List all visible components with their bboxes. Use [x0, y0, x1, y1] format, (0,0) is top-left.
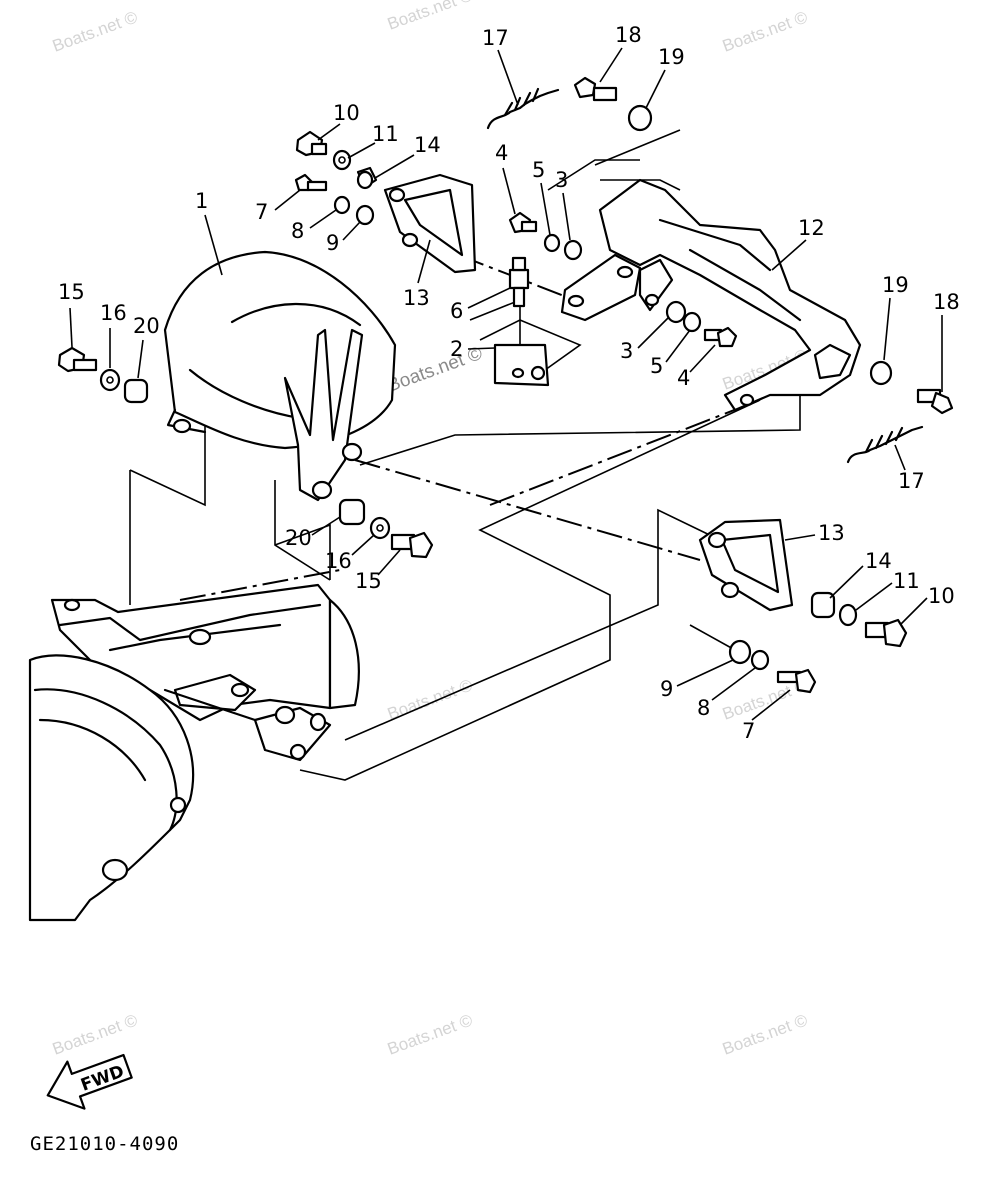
watermark: Boats.net ©	[385, 0, 476, 34]
callout-10: 10	[333, 101, 360, 125]
callout-17: 17	[898, 469, 925, 493]
watermark: Boats.net ©	[385, 343, 486, 397]
callout-11: 11	[893, 569, 920, 593]
callout-5: 5	[650, 354, 663, 378]
callout-19: 19	[882, 273, 909, 297]
callout-15: 15	[355, 569, 382, 593]
small-bracket	[493, 343, 550, 387]
diagram-code: GE21010-4090	[30, 1133, 179, 1155]
callout-9: 9	[326, 231, 339, 255]
grease-nipple	[508, 256, 530, 308]
callout-1: 1	[195, 189, 208, 213]
link-plate	[560, 253, 674, 322]
watermark: Boats.net ©	[720, 7, 811, 55]
callouts: 1 2 3 3 4 4 5 5 6 7 7 8 8 9 9 10 10 11	[58, 23, 960, 743]
callout-13: 13	[403, 286, 430, 310]
callout-12: 12	[798, 216, 825, 240]
hardware-upper	[57, 130, 378, 404]
hardware-lower	[338, 498, 908, 694]
callout-17: 17	[482, 26, 509, 50]
callout-15: 15	[58, 280, 85, 304]
callout-9: 9	[660, 677, 673, 701]
callout-7: 7	[255, 200, 268, 224]
callout-16: 16	[325, 549, 352, 573]
callout-11: 11	[372, 122, 399, 146]
watermark: Boats.net ©	[720, 1010, 811, 1058]
callout-14: 14	[414, 133, 441, 157]
callout-4: 4	[495, 141, 508, 165]
callout-5: 5	[532, 158, 545, 182]
callout-8: 8	[291, 219, 304, 243]
watermark: Boats.net ©	[50, 7, 141, 55]
trim-plate-upper	[383, 173, 477, 274]
hardware-right	[486, 76, 954, 464]
callout-18: 18	[615, 23, 642, 47]
callout-16: 16	[100, 301, 127, 325]
callout-13: 13	[818, 521, 845, 545]
callout-8: 8	[697, 696, 710, 720]
callout-20: 20	[285, 526, 312, 550]
callout-18: 18	[933, 290, 960, 314]
trim-plate-lower	[698, 518, 794, 612]
main-bracket	[598, 178, 862, 412]
callout-2: 2	[450, 337, 463, 361]
pump-housing	[28, 583, 360, 922]
callout-10: 10	[928, 584, 955, 608]
callout-14: 14	[865, 549, 892, 573]
callout-7: 7	[742, 719, 755, 743]
cover-housing	[163, 250, 397, 502]
callout-19: 19	[658, 45, 685, 69]
watermark: Boats.net ©	[385, 1010, 476, 1058]
callout-4: 4	[677, 366, 690, 390]
callout-6: 6	[450, 299, 463, 323]
callout-3: 3	[555, 168, 568, 192]
watermark: Boats.net ©	[50, 1010, 141, 1058]
callout-20: 20	[133, 314, 160, 338]
callout-3: 3	[620, 339, 633, 363]
